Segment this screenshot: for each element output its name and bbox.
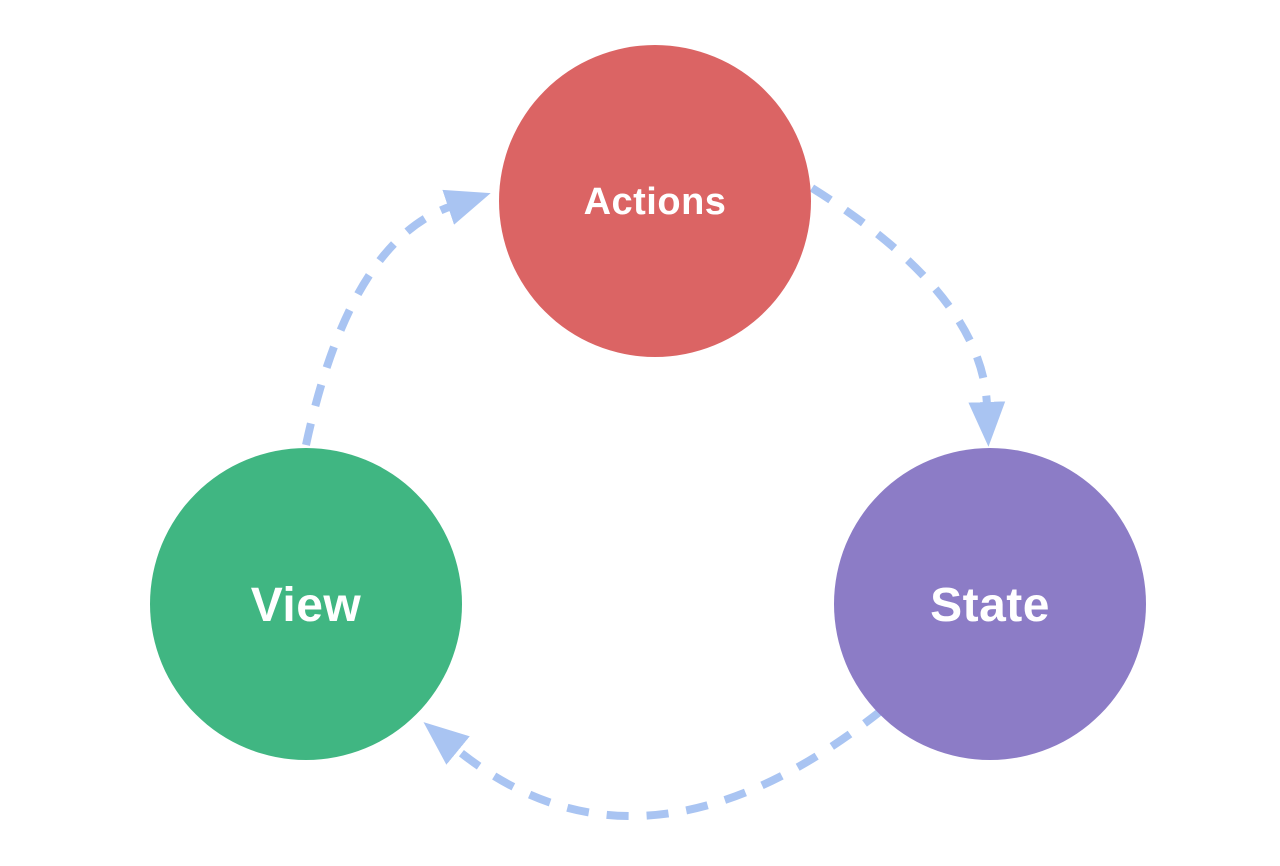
flow-arrow-state-to-view xyxy=(423,706,885,821)
state-circle xyxy=(834,448,1146,760)
view-node: View xyxy=(150,448,462,760)
flow-arrow-actions-to-state xyxy=(809,184,1006,447)
state-label: State xyxy=(930,579,1050,632)
view-circle xyxy=(150,448,462,760)
actions-circle xyxy=(499,45,811,357)
flow-arrow-view-to-actions xyxy=(302,189,491,446)
state-node: State xyxy=(834,448,1146,760)
actions-label: Actions xyxy=(584,181,727,223)
view-label: View xyxy=(251,579,362,632)
actions-node: Actions xyxy=(499,45,811,357)
